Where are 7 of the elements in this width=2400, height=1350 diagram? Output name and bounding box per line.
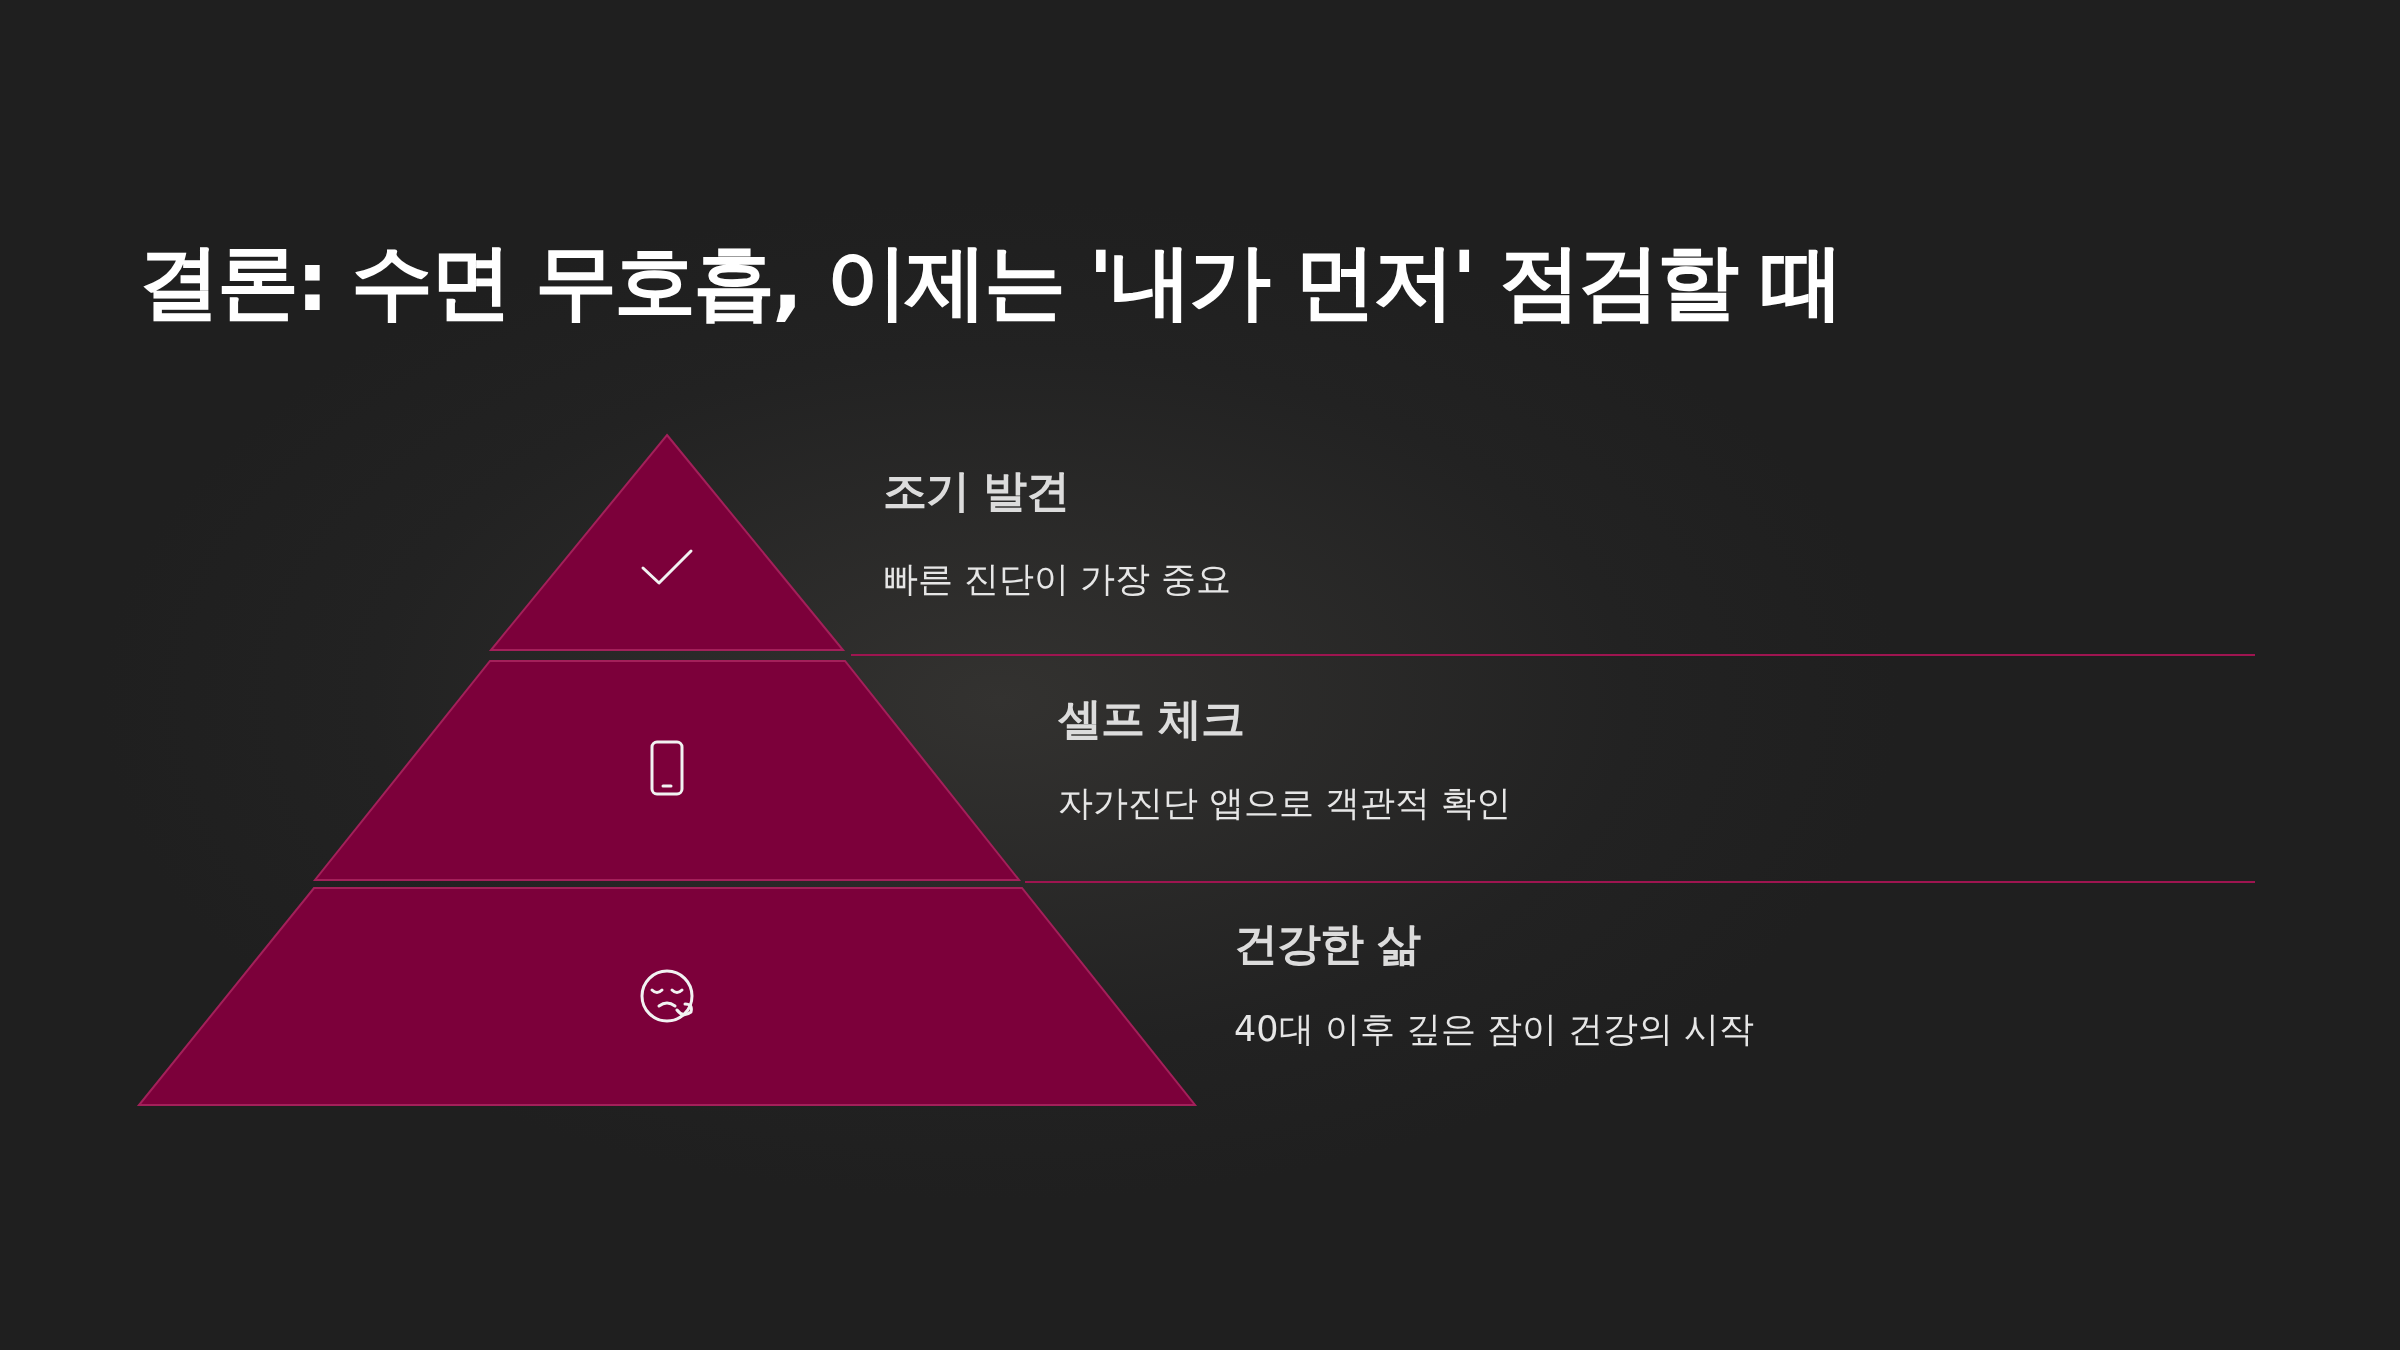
tier-description: 40대 이후 깊은 잠이 건강의 시작 [1234, 1008, 1755, 1051]
tier-description: 자가진단 앱으로 객관적 확인 [1058, 782, 1512, 825]
tier-heading: 건강한 삶 [1234, 917, 1421, 971]
tier-description: 빠른 진단이 가장 중요 [883, 558, 1232, 601]
title: 결론: 수면 무호흡, 이제는 '내가 먼저' 점검할 때 [138, 233, 1841, 331]
tier-heading: 셀프 체크 [1058, 692, 1245, 746]
tier-heading: 조기 발견 [883, 464, 1070, 518]
